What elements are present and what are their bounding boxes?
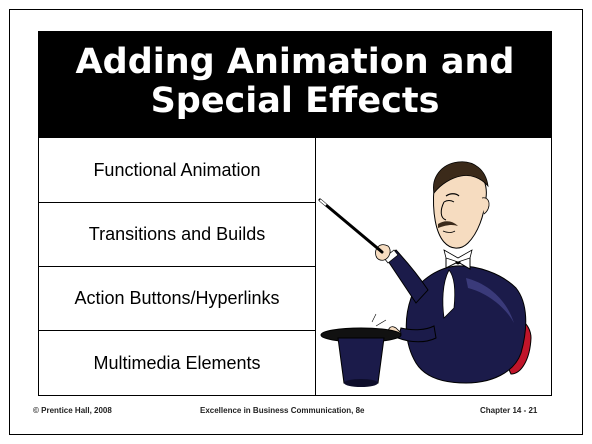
slide-frame xyxy=(9,9,583,435)
list-item: Transitions and Builds xyxy=(39,203,316,267)
list-item: Functional Animation xyxy=(39,138,316,203)
title-line-1: Adding Animation and xyxy=(75,42,515,82)
list-item: Action Buttons/Hyperlinks xyxy=(39,267,316,331)
title-line-2: Special Effects xyxy=(150,81,440,121)
magician-illustration xyxy=(318,161,532,387)
slide-footer: © Prentice Hall, 2008 Excellence in Busi… xyxy=(0,406,592,420)
slide-title: Adding Animation and Special Effects xyxy=(38,31,552,137)
list-item: Multimedia Elements xyxy=(39,331,316,395)
footer-book-title: Excellence in Business Communication, 8e xyxy=(200,406,365,415)
footer-copyright: © Prentice Hall, 2008 xyxy=(33,406,112,415)
footer-page-number: Chapter 14 - 21 xyxy=(480,406,538,415)
content-table: Functional Animation Transitions and Bui… xyxy=(38,137,552,396)
